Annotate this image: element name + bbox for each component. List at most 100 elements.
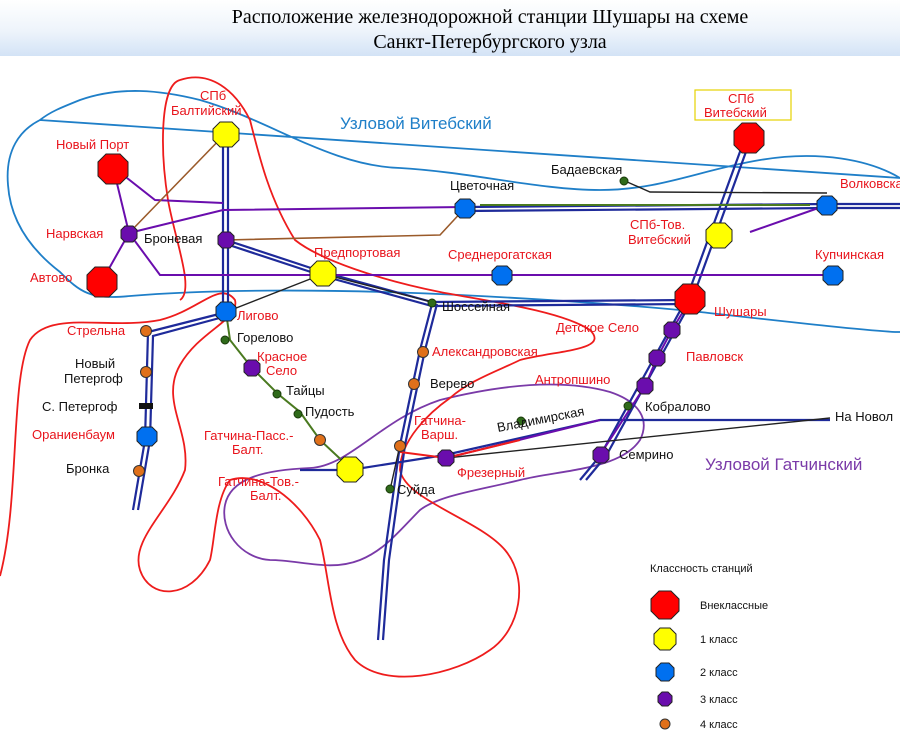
spb-vitebsky-label-box — [694, 89, 792, 121]
station-marker-antropshino[interactable] — [636, 377, 654, 395]
label-noviy-port: Новый Порт — [56, 137, 129, 152]
label-antropshino: Антропшино — [535, 372, 610, 387]
label-krasnoe-selo-1: Красное — [257, 349, 307, 364]
label-semrino: Семрино — [619, 447, 673, 462]
label-to-novolisino: На Новол — [835, 409, 893, 424]
station-marker-spb-vitebsky[interactable] — [733, 122, 765, 154]
label-spb-balt-1: СПб — [200, 88, 226, 103]
station-marker-spb-tov-vitebsky[interactable] — [705, 222, 733, 249]
station-marker-narvskaya[interactable] — [120, 225, 138, 243]
label-freserny: Фрезерный — [457, 465, 525, 480]
label-gatchina-pass-2: Балт. — [232, 442, 263, 457]
station-marker-noviy-peterhof[interactable] — [140, 366, 152, 378]
station-marker-aleksandrovskaya[interactable] — [417, 346, 429, 358]
label-spb-balt-2: Балтийский — [171, 103, 242, 118]
label-s-peterhof: С. Петергоф — [42, 399, 118, 414]
station-marker-shushary[interactable] — [674, 283, 706, 315]
label-vladimirskaya: Владимирская — [496, 403, 586, 435]
label-shushary: Шушары — [714, 304, 767, 319]
legend-label-class4: 4 класс — [700, 719, 738, 731]
label-suyda: Суйда — [397, 482, 436, 497]
label-spb-tov-1: СПб-Тов. — [630, 217, 685, 232]
legend-marker-out-of-class — [650, 590, 680, 620]
label-ligovo: Лигово — [237, 308, 278, 323]
single-tracks — [225, 180, 831, 491]
station-marker-verevo[interactable] — [408, 378, 420, 390]
station-marker-pudost[interactable] — [293, 409, 303, 419]
label-bronka: Бронка — [66, 461, 110, 476]
label-verevo: Верево — [430, 376, 474, 391]
label-badaevskaya: Бадаевская — [551, 162, 622, 177]
zone-label-gatchina: Узловой Гатчинский — [705, 455, 862, 474]
station-marker-suyda[interactable] — [385, 484, 395, 494]
label-gorelovo: Горелово — [237, 330, 293, 345]
label-gatchina-pass-1: Гатчина-Пасс.- — [204, 428, 294, 443]
legend-marker-class3 — [657, 691, 673, 707]
station-marker-kupchinskaya[interactable] — [822, 265, 844, 286]
legend-title: Классность станций — [650, 563, 753, 575]
label-gatchina-tov-1: Гатчина-Тов.- — [218, 474, 299, 489]
class2-stations — [136, 195, 844, 447]
station-marker-oranienbaum[interactable] — [136, 426, 158, 447]
label-tsvetochnaya: Цветочная — [450, 178, 514, 193]
station-marker-shosseynaya[interactable] — [427, 298, 437, 308]
station-marker-spb-baltiysky[interactable] — [212, 121, 240, 148]
station-marker-taitsy[interactable] — [272, 389, 282, 399]
station-marker-gorelovo[interactable] — [220, 335, 230, 345]
out-of-class-stations — [86, 122, 765, 315]
station-marker-krasnoe-selo[interactable] — [243, 359, 261, 377]
station-marker-noviy-port[interactable] — [97, 153, 129, 185]
station-marker-semrino[interactable] — [592, 446, 610, 464]
zone-label-vitebsk: Узловой Витебский — [340, 114, 492, 133]
station-marker-s-peterhof[interactable] — [139, 403, 153, 409]
station-marker-tsvetochnaya[interactable] — [454, 198, 476, 219]
label-bronevaya: Броневая — [144, 231, 202, 246]
station-marker-ligovo[interactable] — [215, 301, 237, 322]
vitebsk-zone-outline — [6, 90, 900, 333]
label-spb-vit-1: СПб — [728, 91, 754, 106]
label-srednerogatskaya: Среднерогатская — [448, 247, 552, 262]
label-gatchina-varsh-2: Варш. — [421, 427, 458, 442]
station-marker-bronevaya[interactable] — [217, 231, 235, 249]
legend-marker-class2 — [655, 662, 675, 682]
label-gatchina-tov-2: Балт. — [250, 488, 281, 503]
label-pudost: Пудость — [305, 404, 355, 419]
label-aleksandrovskaya: Александровская — [432, 344, 538, 359]
station-marker-volkovskaya[interactable] — [816, 195, 838, 216]
railway-scheme: Узловой Витебский Узловой Гатчинский Нов… — [0, 76, 900, 731]
label-predportovaya: Предпортовая — [314, 245, 400, 260]
station-marker-strelna[interactable] — [140, 325, 152, 337]
title-line-1: Расположение железнодорожной станции Шуш… — [231, 6, 749, 28]
station-marker-detskoe-selo[interactable] — [663, 321, 681, 339]
gatchina-zone-outline — [223, 383, 645, 567]
label-narvskaya: Нарвская — [46, 226, 103, 241]
label-krasnoe-selo-2: Село — [266, 363, 297, 378]
legend: Классность станций Внеклассные 1 класс 2… — [650, 563, 768, 731]
label-noviy-peterhof-2: Петергоф — [64, 371, 123, 386]
station-marker-badaevskaya[interactable] — [619, 176, 629, 186]
station-marker-vladimirskaya[interactable] — [516, 416, 526, 426]
class4-stations — [133, 325, 429, 477]
legend-label-out-of-class: Внеклассные — [700, 600, 768, 612]
station-marker-freserny[interactable] — [437, 449, 455, 467]
station-marker-kobralovo[interactable] — [623, 401, 633, 411]
station-marker-predportovaya[interactable] — [309, 260, 337, 287]
label-pavlovsk: Павловск — [686, 349, 743, 364]
label-kobralovo: Кобралово — [645, 399, 711, 414]
label-taitsy: Тайцы — [286, 383, 325, 398]
legend-marker-class1 — [653, 627, 677, 651]
label-volkovskaya: Волковская — [840, 176, 900, 191]
station-marker-pavlovsk[interactable] — [648, 349, 666, 367]
class3-stations — [120, 225, 681, 467]
class1-stations — [212, 121, 733, 483]
station-marker-srednerogatskaya[interactable] — [491, 265, 513, 286]
title-bar: Расположение железнодорожной станции Шуш… — [0, 0, 900, 56]
station-marker-gatchina-pass-balt[interactable] — [314, 434, 326, 446]
station-marker-gatchina-varsh[interactable] — [394, 440, 406, 452]
station-marker-bronka[interactable] — [133, 465, 145, 477]
station-marker-avtovo[interactable] — [86, 266, 118, 298]
station-marker-gatchina-tov-balt[interactable] — [336, 456, 364, 483]
label-oranienbaum: Ораниенбаум — [32, 427, 115, 442]
label-shosseynaya: Шоссейная — [442, 299, 510, 314]
intermediate-stations — [220, 176, 633, 494]
